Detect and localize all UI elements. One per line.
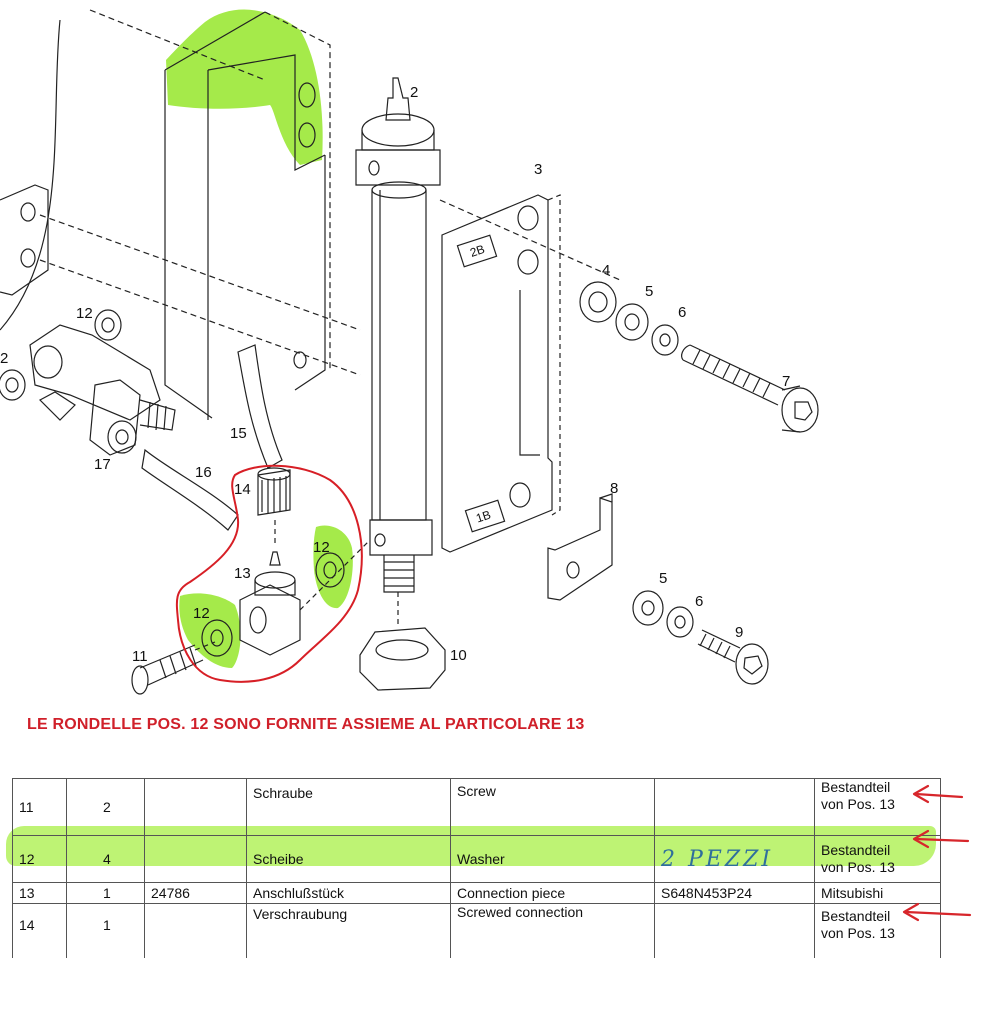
label-5: 5 [645, 283, 653, 300]
label-3: 3 [534, 161, 542, 178]
cell-mfr: Mitsubishi [814, 882, 941, 904]
cell-mfr: Bestandteil von Pos. 13 [814, 778, 941, 836]
label-2-left: 2 [0, 350, 8, 367]
cell-mfr: Bestandteil von Pos. 13 [814, 835, 941, 883]
label-12b: 12 [193, 605, 210, 622]
cell-de: Scheibe [246, 835, 451, 883]
cell-code: 2 PEZZI [654, 835, 815, 883]
cell-de: Schraube [246, 778, 451, 836]
label-13: 13 [234, 565, 251, 582]
table-row: 14 1 Verschraubung Screwed connection Be… [12, 903, 941, 946]
cell-de: Verschraubung [246, 903, 451, 946]
cell-code: S648N453P24 [654, 882, 815, 904]
parts-table: 11 2 Schraube Screw Bestandteil von Pos.… [12, 778, 941, 958]
cell-pos: 12 [12, 835, 67, 883]
label-14: 14 [234, 481, 251, 498]
label-6b: 6 [695, 593, 703, 610]
table-row: 12 4 Scheibe Washer 2 PEZZI Bestandteil … [12, 835, 941, 883]
cell-qty: 1 [66, 882, 145, 904]
mfr-line: Mitsubishi [821, 884, 884, 901]
cell-empty [144, 946, 247, 958]
mfr-line: von Pos. 13 [821, 859, 895, 875]
label-7: 7 [782, 373, 790, 390]
cell-qty: 1 [66, 903, 145, 946]
table-row [12, 946, 941, 958]
cell-empty [814, 946, 941, 958]
highlighter-marks [166, 9, 353, 668]
cell-pos: 11 [12, 778, 67, 836]
plate-label-1b: 1B [474, 508, 492, 526]
cell-empty [654, 946, 815, 958]
cell-en: Connection piece [450, 882, 655, 904]
mfr-line: Bestandteil [821, 842, 891, 858]
cell-empty [66, 946, 145, 958]
label-5b: 5 [659, 570, 667, 587]
mfr-line: von Pos. 13 [821, 925, 895, 941]
label-8: 8 [610, 480, 618, 497]
cell-qty: 4 [66, 835, 145, 883]
cell-en: Screw [450, 778, 655, 836]
mfr-line: Bestandteil [821, 908, 891, 924]
exploded-parts-drawing: 2 3 4 5 6 7 8 5 6 9 10 11 12 12 12 13 14… [0, 9, 819, 695]
cell-mfr: Bestandteil von Pos. 13 [814, 903, 941, 946]
cell-empty [246, 946, 451, 958]
label-12c: 12 [313, 539, 330, 556]
table-row: 11 2 Schraube Screw Bestandteil von Pos.… [12, 778, 941, 836]
label-6: 6 [678, 304, 686, 321]
label-4: 4 [602, 262, 610, 279]
plate-label-2b: 2B [468, 242, 486, 260]
cell-part [144, 835, 247, 883]
handwritten-note: 2 PEZZI [661, 846, 774, 872]
cell-part: 24786 [144, 882, 247, 904]
cell-code [654, 778, 815, 836]
mfr-line: Bestandteil [821, 779, 891, 795]
label-9: 9 [735, 624, 743, 641]
cell-part [144, 903, 247, 946]
cell-empty [12, 946, 67, 958]
mfr-line: von Pos. 13 [821, 796, 895, 812]
cell-qty: 2 [66, 778, 145, 836]
red-highlight-circle [175, 464, 363, 683]
label-16: 16 [195, 464, 212, 481]
label-2: 2 [410, 84, 418, 101]
label-12a: 12 [76, 305, 93, 322]
cell-pos: 14 [12, 903, 67, 946]
cell-empty [450, 946, 655, 958]
label-11: 11 [132, 648, 148, 665]
cell-part [144, 778, 247, 836]
cell-en: Washer [450, 835, 655, 883]
cell-pos: 13 [12, 882, 67, 904]
table-row: 13 1 24786 Anschlußstück Connection piec… [12, 882, 941, 904]
label-10: 10 [450, 647, 467, 664]
part-number-labels: 2 3 4 5 6 7 8 5 6 9 10 11 12 12 12 13 14… [0, 84, 790, 665]
cell-code [654, 903, 815, 946]
label-17: 17 [94, 456, 111, 473]
label-15: 15 [230, 425, 247, 442]
cell-de: Anschlußstück [246, 882, 451, 904]
assembly-note: LE RONDELLE POS. 12 SONO FORNITE ASSIEME… [27, 716, 585, 733]
cell-en: Screwed connection [450, 903, 655, 946]
